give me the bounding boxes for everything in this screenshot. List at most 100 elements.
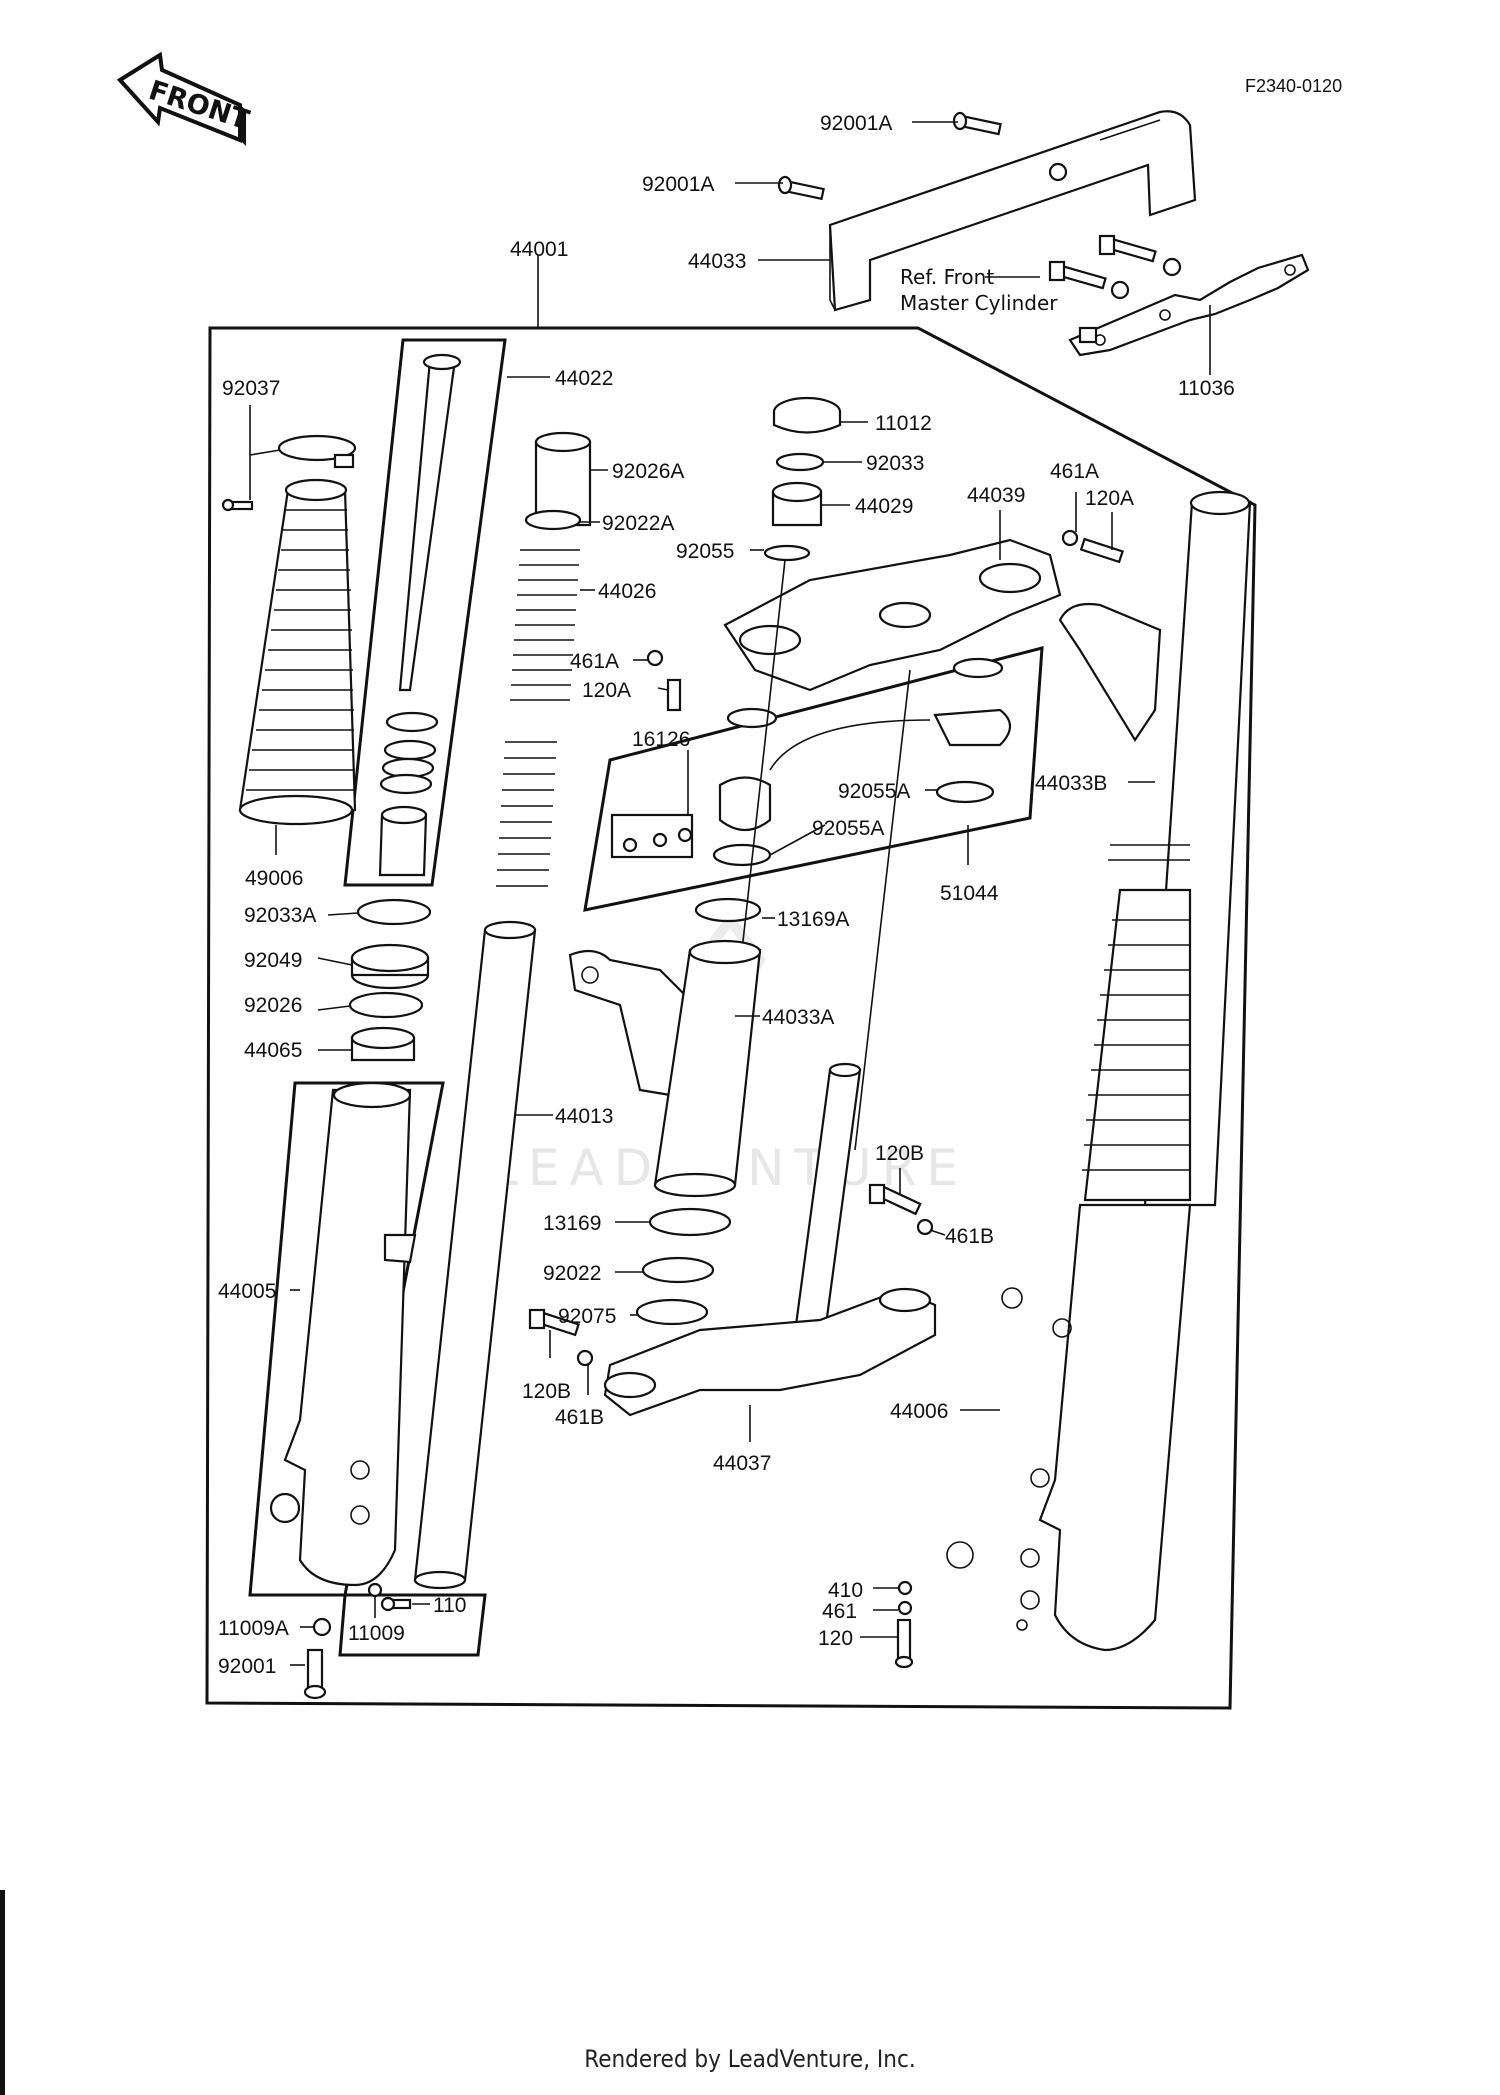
label-92037: 92037 [222, 377, 280, 400]
washer-410 [897, 1580, 913, 1596]
bushing-44065 [350, 1026, 416, 1062]
label-51044: 51044 [940, 882, 999, 905]
washer-92055A-1 [935, 780, 995, 804]
washer-461 [897, 1600, 913, 1616]
race-13169A [694, 897, 762, 923]
label-11009A: 11009A [218, 1617, 289, 1640]
bolt-120 [894, 1618, 914, 1669]
label-110: 110 [433, 1594, 466, 1617]
ring-92026 [348, 991, 424, 1019]
piston-rings [378, 711, 439, 877]
label-11036: 11036 [1178, 377, 1235, 400]
bolt-110 [380, 1596, 412, 1612]
label-13169A: 13169A [777, 908, 849, 931]
bolt-120B-right [868, 1183, 922, 1216]
front-sign-text: FRONT [145, 75, 253, 137]
footer-credit: Rendered by LeadVenture, Inc. [584, 2045, 916, 2073]
bolt-92001A-mid [777, 175, 825, 201]
label-461B-right: 461B [945, 1225, 994, 1248]
race-upper [726, 707, 778, 729]
bolt-120A-right [1061, 529, 1124, 564]
bracket-11036 [1068, 253, 1310, 357]
washer-92022A [524, 509, 582, 531]
label-120B-left: 120B [522, 1380, 571, 1403]
label-120A-right: 120A [1085, 487, 1134, 510]
nut-44029 [771, 481, 823, 527]
damper-rod-44013 [413, 920, 537, 1590]
label-13169: 13169 [543, 1212, 601, 1235]
bearing-92075 [635, 1298, 709, 1326]
label-49006: 49006 [245, 867, 303, 890]
label-44033B: 44033B [1035, 772, 1107, 795]
ref-note-line2: Master Cylinder [900, 291, 1058, 315]
race-13169 [648, 1207, 732, 1237]
front-arrow-sign: FRONT [116, 51, 253, 146]
label-44033: 44033 [688, 250, 746, 273]
fork-assembly-44006 [946, 490, 1252, 1652]
bolt-120A-center [646, 649, 682, 712]
label-44001: 44001 [510, 238, 568, 261]
label-44039: 44039 [967, 484, 1025, 507]
bolt-92001A-top [952, 111, 1002, 136]
leader-lines [249, 121, 1211, 1666]
label-92001: 92001 [218, 1655, 276, 1678]
inner-parts-box [343, 338, 507, 887]
label-44006: 44006 [890, 1400, 948, 1423]
outer-tube-44005 [269, 1081, 417, 1587]
clamp-92037 [277, 434, 357, 469]
inner-tube-44022 [398, 353, 462, 692]
label-11012: 11012 [875, 412, 932, 435]
label-92026: 92026 [244, 994, 302, 1017]
label-461B-left: 461B [555, 1406, 604, 1429]
label-461: 461 [822, 1600, 857, 1623]
label-92033A: 92033A [244, 904, 316, 927]
drain-bolt-box [338, 1593, 487, 1657]
label-44005: 44005 [218, 1280, 276, 1303]
headlight-bracket-44033A [568, 939, 762, 1198]
left-edge-bar [0, 1890, 5, 2095]
upper-bracket-44039 [723, 538, 1062, 692]
label-92022A: 92022A [602, 512, 674, 535]
label-92026A: 92026A [612, 460, 684, 483]
label-92075: 92075 [558, 1305, 616, 1328]
washer-461B-right [916, 1218, 934, 1236]
label-92001A-mid: 92001A [642, 173, 714, 196]
ref-note-line1: Ref. Front [900, 265, 994, 289]
label-92022: 92022 [543, 1262, 601, 1285]
washer-92055 [763, 544, 811, 562]
label-92055A-2: 92055A [812, 817, 884, 840]
label-120A-center: 120A [582, 679, 631, 702]
label-120: 120 [818, 1627, 853, 1650]
washer-11009A [312, 1617, 332, 1637]
bearing-box-51044 [583, 646, 1044, 912]
part-44033-handle [828, 110, 1197, 312]
bolts-master-cylinder [1048, 234, 1182, 300]
cap-11012 [772, 396, 842, 434]
label-92001A-top: 92001A [820, 112, 892, 135]
label-461A-right: 461A [1050, 460, 1099, 483]
label-16126: 16126 [632, 728, 690, 751]
label-120B-right: 120B [875, 1142, 924, 1165]
label-92033: 92033 [866, 452, 924, 475]
label-44033A: 44033A [762, 1006, 834, 1029]
washer-92022 [641, 1256, 715, 1284]
ring-92033 [775, 452, 825, 472]
label-44026: 44026 [598, 580, 656, 603]
washer-461B-left [576, 1349, 594, 1367]
label-11009: 11009 [348, 1622, 405, 1645]
label-44037: 44037 [713, 1452, 771, 1475]
diagram-code: F2340-0120 [1245, 76, 1342, 96]
assembly-frame [205, 326, 1257, 1710]
part-labels: 92001A 92001A 44033 Ref. Front Master Cy… [218, 112, 1235, 1678]
washer-92055A-2 [712, 843, 772, 867]
spacer-92026A [534, 431, 592, 527]
label-44013: 44013 [555, 1105, 613, 1128]
spring-44026 [496, 549, 580, 887]
washer-11009 [367, 1582, 383, 1598]
dust-boot-49006 [238, 478, 357, 826]
bolt-120B-left [528, 1308, 580, 1337]
label-410: 410 [828, 1579, 863, 1602]
label-92055A-1: 92055A [838, 780, 910, 803]
ring-92033A [356, 898, 432, 926]
